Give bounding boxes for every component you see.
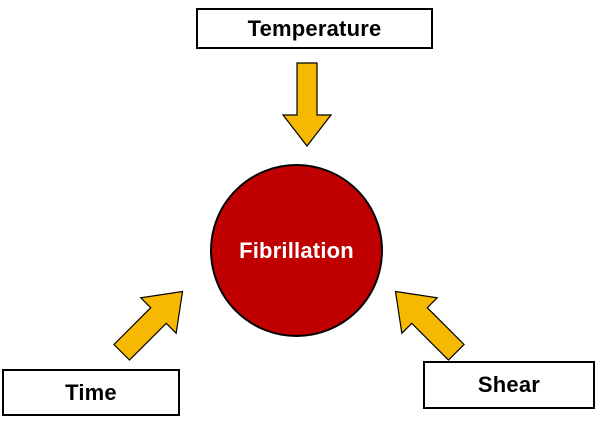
time-box: Time [2, 369, 180, 416]
shear-label: Shear [477, 372, 541, 397]
arrow-temperature-to-fibrillation [281, 62, 333, 147]
temperature-label: Temperature [247, 15, 382, 41]
time-label: Time [65, 379, 117, 405]
fibrillation-label: Fibrillation [239, 237, 354, 263]
arrow-time-to-fibrillation [113, 290, 184, 361]
fibrillation-circle: Fibrillation [210, 164, 383, 337]
shear-box: Shear [423, 361, 595, 409]
temperature-box: Temperature [196, 8, 433, 49]
arrow-shear-to-fibrillation [394, 290, 465, 361]
